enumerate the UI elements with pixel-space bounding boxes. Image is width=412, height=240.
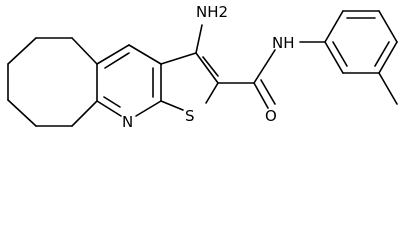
carbonyl-oxygen-label: O xyxy=(265,107,277,125)
bond xyxy=(378,41,398,74)
amide-group xyxy=(217,41,326,109)
amine-label: NH2 xyxy=(196,3,228,21)
bond xyxy=(253,49,276,84)
bond-carbonyl xyxy=(260,79,276,105)
bond xyxy=(374,41,390,67)
bond xyxy=(128,44,162,65)
bond xyxy=(96,100,122,117)
bond xyxy=(96,44,130,65)
bond xyxy=(7,37,37,65)
bond xyxy=(324,41,344,74)
bond xyxy=(205,82,219,104)
bond xyxy=(378,10,398,43)
tolyl-ring xyxy=(324,10,398,74)
bond xyxy=(332,41,348,67)
bond xyxy=(195,52,219,84)
bond-methyl xyxy=(378,72,398,105)
bond xyxy=(135,100,162,117)
bond xyxy=(71,37,98,65)
bond xyxy=(71,100,98,127)
bond-carbonyl xyxy=(253,82,269,109)
molecule-structure: NH2 NH O N S xyxy=(7,3,398,130)
bond xyxy=(324,10,344,43)
cyclooctane-ring xyxy=(7,37,98,127)
bond xyxy=(104,52,130,69)
bond xyxy=(202,56,219,77)
bond-amine xyxy=(195,24,203,54)
thiophene-sulfur-label: S xyxy=(185,107,195,125)
pyridine-nitrogen-label: N xyxy=(122,113,133,130)
bond xyxy=(7,99,37,127)
bond xyxy=(103,96,121,108)
thiophene-ring xyxy=(160,52,219,111)
amide-nh-label: NH xyxy=(272,34,295,52)
structure-canvas: NH2 NH O N S xyxy=(7,3,398,130)
bond xyxy=(160,100,184,111)
bond xyxy=(160,52,197,65)
pyridine-ring xyxy=(96,44,162,117)
